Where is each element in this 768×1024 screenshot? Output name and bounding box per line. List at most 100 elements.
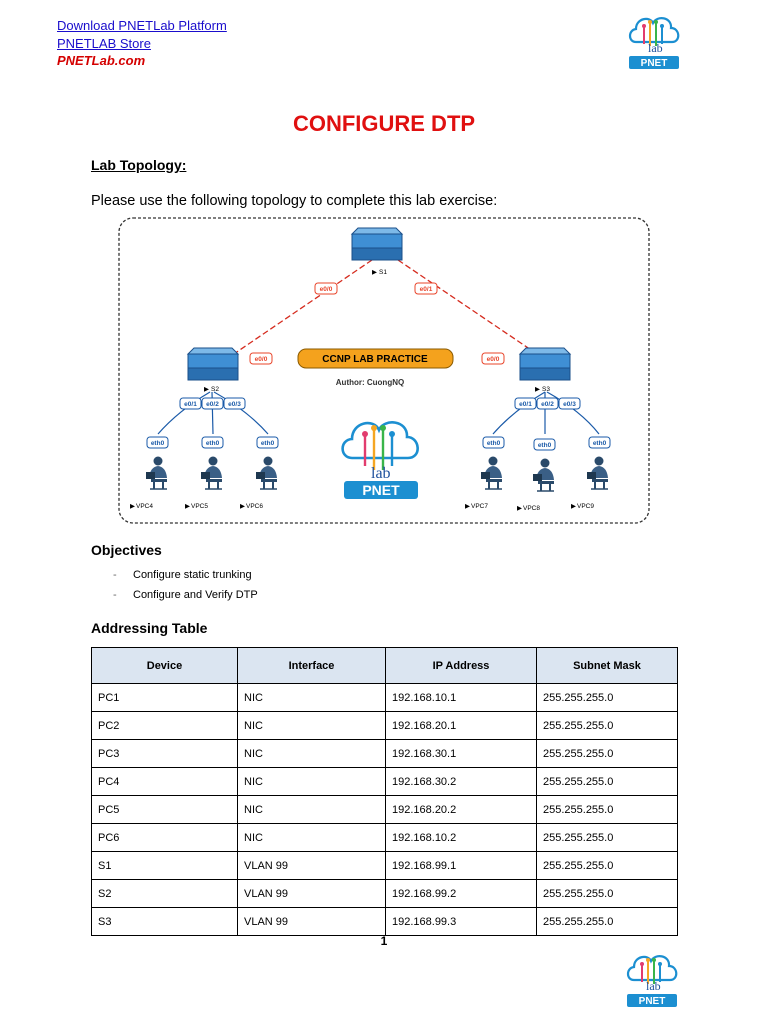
link-s1-s2	[227, 259, 373, 359]
s2-label: S2	[211, 386, 219, 393]
addressing-table: Device Interface IP Address Subnet Mask …	[91, 647, 678, 936]
host-icon	[587, 456, 608, 490]
objective-item: -Configure and Verify DTP	[113, 589, 258, 601]
host-label: VPC8	[523, 505, 540, 512]
table-cell: 192.168.20.1	[385, 711, 537, 740]
table-cell: 255.255.255.0	[536, 795, 678, 824]
port-s3-e00: e0/0	[487, 356, 500, 363]
site-link[interactable]: PNETLab.com	[57, 53, 146, 68]
table-cell: S2	[91, 879, 238, 908]
svg-text:eth0: eth0	[487, 440, 501, 447]
port-s2-e02: e0/2	[206, 401, 219, 408]
host-label: VPC6	[246, 503, 263, 510]
table-cell: 255.255.255.0	[536, 711, 678, 740]
host-label: VPC7	[471, 503, 488, 510]
table-cell: 192.168.99.3	[385, 907, 537, 936]
table-cell: NIC	[237, 739, 386, 768]
logo-text: PNET	[641, 58, 668, 69]
table-cell: PC1	[91, 683, 238, 712]
table-cell: 255.255.255.0	[536, 907, 678, 936]
table-header-row: Device Interface IP Address Subnet Mask	[91, 647, 678, 684]
svg-text:eth0: eth0	[593, 440, 607, 447]
host-label: VPC4	[136, 503, 153, 510]
svg-text:PNET: PNET	[362, 482, 400, 498]
table-cell: 255.255.255.0	[536, 879, 678, 908]
port-s2-e01: e0/1	[184, 401, 197, 408]
host-icon	[201, 456, 222, 490]
table-cell: NIC	[237, 711, 386, 740]
table-cell: VLAN 99	[237, 879, 386, 908]
footer-pnet-logo: lab PNET	[626, 955, 678, 1007]
table-cell: VLAN 99	[237, 851, 386, 880]
link-s1-s3	[397, 259, 544, 359]
s1-label: S1	[379, 269, 387, 276]
svg-text:▶: ▶	[465, 503, 471, 510]
host-icon	[146, 456, 167, 490]
host-label: VPC9	[577, 503, 594, 510]
svg-text:eth0: eth0	[151, 440, 165, 447]
table-cell: 255.255.255.0	[536, 683, 678, 712]
svg-text:lab: lab	[646, 979, 661, 993]
topology-diagram: ▶ S1 ▶ S2 ▶ S3 e0/0 e0/1 e0/0 e0/0 e0/1 …	[118, 217, 650, 524]
store-link[interactable]: PNETLAB Store	[57, 36, 151, 51]
host-icon	[256, 456, 277, 490]
host-icon	[533, 458, 554, 492]
svg-text:▶: ▶	[240, 503, 246, 510]
table-cell: 192.168.99.1	[385, 851, 537, 880]
svg-text:lab: lab	[371, 465, 391, 482]
topology-heading: Lab Topology:	[91, 157, 187, 173]
port-s3-e03: e0/3	[563, 401, 576, 408]
port-s2-e00: e0/0	[255, 356, 268, 363]
table-cell: 255.255.255.0	[536, 823, 678, 852]
page-title: CONFIGURE DTP	[292, 111, 476, 136]
switch-s3	[518, 347, 572, 381]
objectives-heading: Objectives	[91, 542, 162, 558]
col-device: Device	[91, 647, 238, 684]
table-cell: 192.168.10.1	[385, 683, 537, 712]
host-label: VPC5	[191, 503, 208, 510]
table-cell: 255.255.255.0	[536, 851, 678, 880]
svg-text:▶: ▶	[185, 503, 191, 510]
table-cell: NIC	[237, 823, 386, 852]
port-s2-e03: e0/3	[228, 401, 241, 408]
port-s3-e02: e0/2	[541, 401, 554, 408]
table-cell: PC5	[91, 795, 238, 824]
table-cell: 192.168.20.2	[385, 795, 537, 824]
hosts-group: VPC4▶VPC5▶VPC6▶VPC7▶VPC8▶VPC9▶	[130, 456, 608, 512]
table-cell: NIC	[237, 767, 386, 796]
col-ip: IP Address	[385, 647, 537, 684]
download-platform-link[interactable]: Download PNETLab Platform	[57, 18, 227, 33]
table-cell: NIC	[237, 683, 386, 712]
table-cell: VLAN 99	[237, 907, 386, 936]
svg-text:▶: ▶	[204, 386, 210, 393]
col-interface: Interface	[237, 647, 386, 684]
table-cell: S1	[91, 851, 238, 880]
svg-text:eth0: eth0	[206, 440, 220, 447]
center-pnet-logo: lab PNET	[341, 421, 419, 499]
table-cell: S3	[91, 907, 238, 936]
col-mask: Subnet Mask	[536, 647, 678, 684]
banner-text: CCNP LAB PRACTICE	[322, 354, 428, 365]
addressing-heading: Addressing Table	[91, 620, 208, 636]
table-cell: 255.255.255.0	[536, 767, 678, 796]
author-text: Author: CuongNQ	[336, 378, 404, 387]
switch-s1	[350, 227, 404, 261]
port-s1-e01: e0/1	[420, 286, 433, 293]
page-number: 1	[380, 934, 388, 948]
svg-text:eth0: eth0	[538, 442, 552, 449]
svg-text:PNET: PNET	[639, 996, 666, 1007]
topology-intro: Please use the following topology to com…	[91, 193, 498, 209]
svg-text:▶: ▶	[571, 503, 577, 510]
s3-label: S3	[542, 386, 550, 393]
table-cell: 192.168.30.2	[385, 767, 537, 796]
table-cell: PC4	[91, 767, 238, 796]
table-cell: PC3	[91, 739, 238, 768]
table-cell: PC6	[91, 823, 238, 852]
